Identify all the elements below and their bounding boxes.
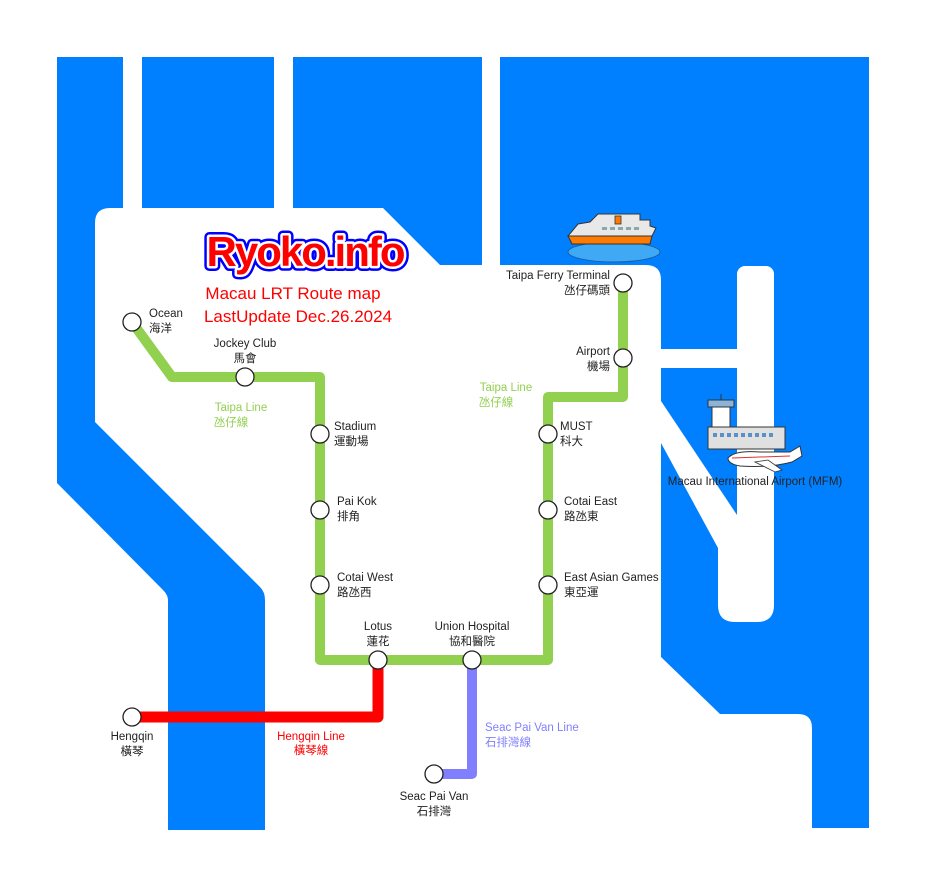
- map-title: Macau LRT Route map: [205, 284, 380, 303]
- station-name-zh: 蓮花: [367, 634, 390, 648]
- station-name-zh: 海洋: [149, 321, 172, 335]
- station-marker[interactable]: [538, 500, 558, 520]
- station-name: Cotai West: [337, 572, 394, 584]
- station-pai-kok[interactable]: Pai Kok 排角: [310, 496, 377, 523]
- station-must[interactable]: MUST 科大: [538, 421, 593, 448]
- taipa-line-track: [127, 283, 628, 665]
- station-taipa-ferry-terminal[interactable]: Taipa Ferry Terminal 氹仔碼頭: [506, 270, 633, 297]
- taipa-line-label-zh: 氹仔線: [214, 415, 249, 429]
- station-jockey-club[interactable]: Jockey Club 馬會: [214, 338, 277, 387]
- station-name: Cotai East: [564, 496, 618, 508]
- station-name-zh: 路氹西: [337, 585, 372, 599]
- station-name-zh: 路氹東: [564, 509, 599, 523]
- station-marker[interactable]: [613, 273, 633, 293]
- station-name: Union Hospital: [435, 621, 510, 633]
- station-cotai-east[interactable]: Cotai East 路氹東: [538, 496, 618, 523]
- water-north-1: [142, 57, 274, 208]
- station-marker[interactable]: [538, 575, 558, 595]
- airport-apron: [718, 540, 774, 622]
- station-name-zh: 石排灣: [417, 804, 452, 818]
- station-name-zh: 氹仔碼頭: [564, 283, 610, 297]
- station-name: Pai Kok: [337, 496, 377, 508]
- hengqin-line-track: [132, 660, 384, 723]
- seac-pai-van-line-track: [434, 660, 477, 779]
- station-name: Seac Pai Van: [400, 791, 469, 803]
- station-name-zh: 運動場: [334, 434, 369, 448]
- station-east-asian-games[interactable]: East Asian Games 東亞運: [538, 572, 659, 599]
- station-name: Taipa Ferry Terminal: [506, 270, 610, 282]
- water-west: [57, 57, 265, 830]
- station-stadium[interactable]: Stadium 運動場: [310, 421, 376, 448]
- ferry-icon: [566, 213, 661, 263]
- logo-inner-outline: Ryoko.info: [207, 228, 405, 275]
- station-airport[interactable]: Airport 機場: [576, 346, 633, 373]
- hengqin-line-label: Hengqin Line: [277, 731, 345, 743]
- airport-icon: [707, 394, 803, 473]
- station-marker[interactable]: [424, 764, 444, 784]
- water-north-2: [293, 57, 482, 265]
- station-name: Airport: [576, 346, 611, 358]
- station-marker[interactable]: [613, 348, 633, 368]
- hengqin-line-label-zh: 橫琴線: [294, 743, 329, 757]
- station-name: Ocean: [149, 308, 183, 320]
- station-union-hospital[interactable]: Union Hospital 協和醫院: [435, 621, 510, 670]
- station-marker[interactable]: [310, 575, 330, 595]
- station-name-zh: 排角: [337, 509, 360, 523]
- seac-pai-van-line-label-zh: 石排灣線: [485, 735, 531, 749]
- station-marker[interactable]: [122, 707, 142, 727]
- logo-outline: Ryoko.info: [207, 228, 405, 275]
- taipa-line-label-2: Taipa Line: [480, 382, 532, 394]
- logo-text: Ryoko.info: [207, 228, 405, 275]
- airport-road: [661, 401, 737, 548]
- taipa-line-label-2-zh: 氹仔線: [479, 395, 514, 409]
- station-name-zh: 馬會: [234, 351, 257, 365]
- station-marker[interactable]: [310, 500, 330, 520]
- station-name-zh: 科大: [560, 434, 583, 448]
- taipa-line-label: Taipa Line: [215, 402, 267, 414]
- airport-runway: [737, 266, 774, 566]
- seac-pai-van-line-label: Seac Pai Van Line: [485, 722, 579, 734]
- airport-bridge: [655, 349, 745, 368]
- station-cotai-west[interactable]: Cotai West 路氹西: [310, 572, 394, 599]
- station-seac-pai-van[interactable]: Seac Pai Van 石排灣: [400, 764, 469, 818]
- station-ocean[interactable]: Ocean 海洋: [122, 308, 183, 335]
- station-marker[interactable]: [538, 424, 558, 444]
- station-name: East Asian Games: [564, 572, 659, 584]
- last-update: LastUpdate Dec.26.2024: [204, 307, 392, 326]
- station-marker[interactable]: [462, 650, 482, 670]
- station-name-zh: 橫琴: [121, 744, 144, 758]
- station-name: Stadium: [334, 421, 376, 433]
- station-marker[interactable]: [235, 367, 255, 387]
- station-hengqin[interactable]: Hengqin 橫琴: [111, 707, 154, 758]
- station-lotus[interactable]: Lotus 蓮花: [364, 621, 392, 670]
- station-marker[interactable]: [368, 650, 388, 670]
- station-marker[interactable]: [122, 312, 142, 332]
- station-marker[interactable]: [310, 424, 330, 444]
- station-name: MUST: [560, 421, 593, 433]
- logo: Ryoko.info Ryoko.info Ryoko.info: [202, 223, 412, 280]
- station-name-zh: 東亞運: [564, 585, 599, 599]
- station-name-zh: 協和醫院: [449, 634, 495, 648]
- station-name: Hengqin: [111, 731, 154, 743]
- station-name: Jockey Club: [214, 338, 277, 350]
- station-name-zh: 機場: [587, 359, 610, 373]
- airport-island: [655, 266, 774, 622]
- airport-label: Macau International Airport (MFM): [668, 476, 843, 488]
- station-name: Lotus: [364, 621, 392, 633]
